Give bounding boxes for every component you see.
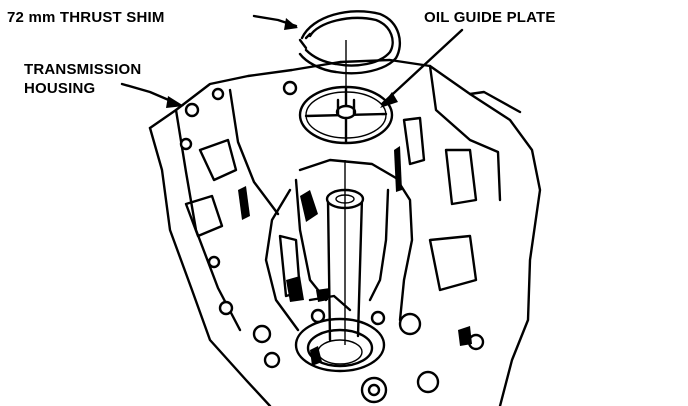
housing-label-line2: HOUSING <box>24 80 96 97</box>
mainshaft <box>325 160 365 345</box>
leader-oil-guide-plate <box>380 28 464 108</box>
thrust-shim-label: 72 mm THRUST SHIM <box>7 9 165 26</box>
leader-housing <box>120 82 184 108</box>
bearing-bore <box>294 317 386 373</box>
thrust-shim <box>298 10 401 88</box>
oil-guide-plate <box>298 85 394 145</box>
oil-guide-plate-label: OIL GUIDE PLATE <box>424 9 556 26</box>
housing-label-line1: TRANSMISSION <box>24 61 142 78</box>
transmission-housing-label: TRANSMISSION HOUSING <box>24 60 141 98</box>
transmission-housing <box>148 58 542 406</box>
leader-shim <box>252 14 298 30</box>
